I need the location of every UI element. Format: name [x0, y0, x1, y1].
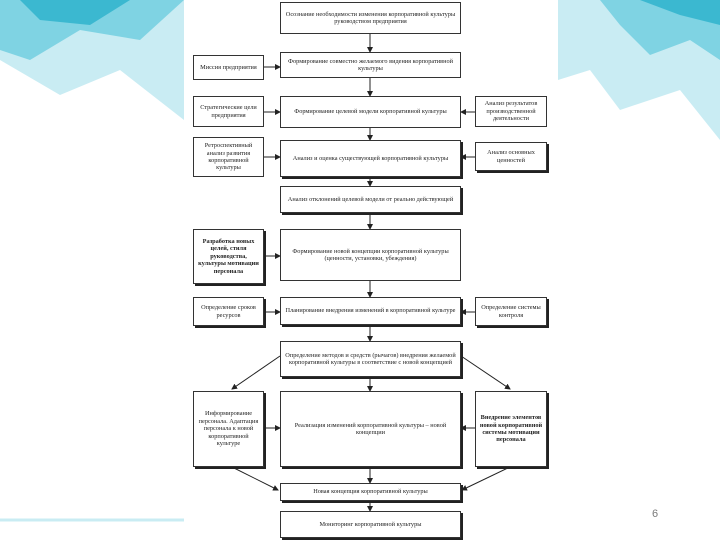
box-culture-monitoring: Мониторинг корпоративной культуры [280, 511, 461, 538]
box-implementation-planning: Планирование внедрения изменений в корпо… [280, 297, 461, 325]
box-methods-and-levers: Определение методов и средств (рычагов) … [280, 341, 461, 377]
box-change-implementation: Реализация изменений корпоративной культ… [280, 391, 461, 467]
box-retrospective-analysis: Ретроспективный анализ развития корпорат… [193, 137, 264, 177]
box-new-goals-development: Разработка новых целей, стиля руководств… [193, 229, 264, 284]
box-target-model: Формирование целевой модели корпоративно… [280, 96, 461, 128]
box-deviation-analysis: Анализ отклонений целевой модели от реал… [280, 186, 461, 213]
box-motivation-system: Внедрение элементов новой корпоративной … [475, 391, 547, 467]
box-control-system: Определение системы контроля [475, 297, 547, 326]
box-performance-analysis: Анализ результатов производственной деят… [475, 96, 547, 127]
box-core-values-analysis: Анализ основных ценностей [475, 142, 547, 171]
box-shared-vision: Формирование совместно желаемого видения… [280, 52, 461, 78]
box-current-culture-assessment: Анализ и оценка существующей корпоративн… [280, 140, 461, 177]
slide-number: 6 [652, 508, 659, 520]
box-staff-information: Информирование персонала. Адаптация перс… [193, 391, 264, 467]
box-awareness-of-need: Осознание необходимости изменения корпор… [280, 2, 461, 34]
box-timing-resources: Определение сроков ресурсов [193, 297, 264, 326]
box-new-culture-concept: Новая концепция корпоративной культуры [280, 483, 461, 501]
box-strategic-goals: Стратегические цели предприятия [193, 96, 264, 127]
box-new-concept: Формирование новой концепции корпоративн… [280, 229, 461, 281]
box-mission: Миссия предприятия [193, 55, 264, 80]
